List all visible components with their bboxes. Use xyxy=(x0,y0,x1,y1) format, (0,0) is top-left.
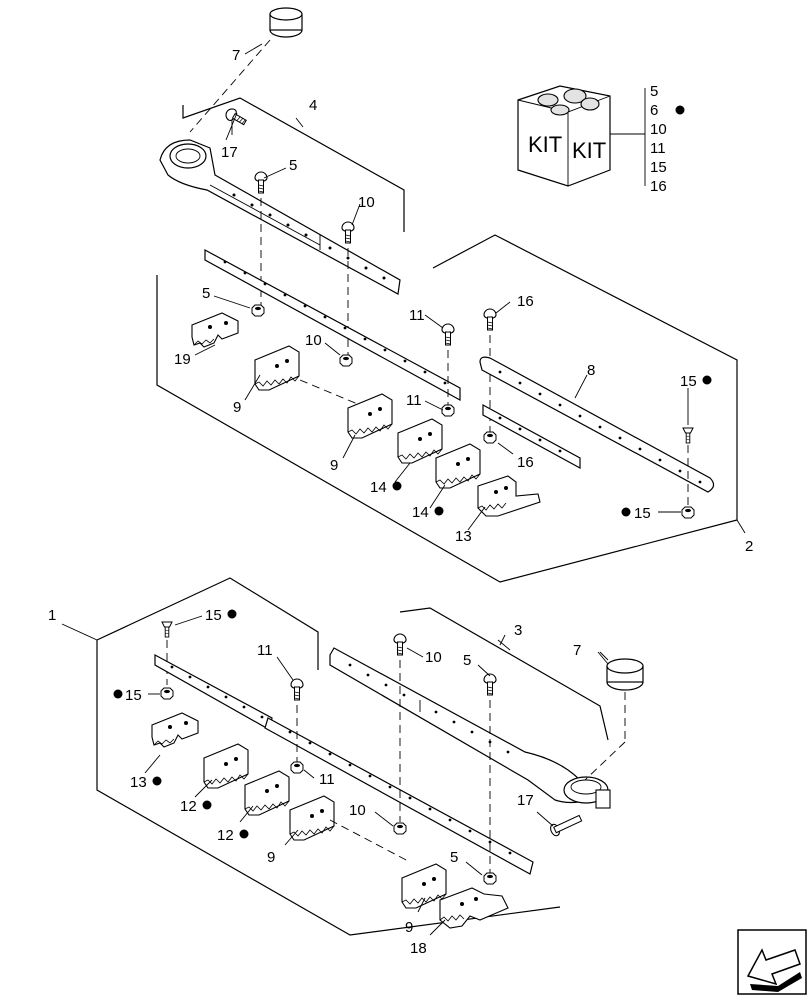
upper-knife-assembly: KIT KIT 5 6 10 11 15 16 xyxy=(156,7,746,583)
callout-4: 4 xyxy=(309,97,317,114)
callout-8: 8 xyxy=(587,362,595,379)
kit-box: KIT KIT xyxy=(517,85,646,187)
callout-18: 18 xyxy=(410,940,427,957)
callout-9: 9 xyxy=(233,399,241,416)
knife-bar-16 xyxy=(482,403,581,470)
assembly-4-bracket xyxy=(182,97,405,232)
callout-5: 5 xyxy=(289,157,297,174)
callout-19: 19 xyxy=(174,351,191,368)
callout-10: 10 xyxy=(349,802,366,819)
callout-17: 17 xyxy=(221,144,238,161)
kit-part-dot xyxy=(675,105,685,115)
callout-10: 10 xyxy=(358,194,375,211)
knife-back-4 xyxy=(159,139,401,295)
kit-label-left: KIT xyxy=(528,132,562,157)
callout-13: 13 xyxy=(455,528,472,545)
non-kit-dot xyxy=(702,375,712,385)
leader-lines-lower xyxy=(144,634,609,936)
non-kit-dot xyxy=(434,506,444,516)
kit-part-num: 5 xyxy=(650,83,658,100)
next-page-arrow-icon[interactable] xyxy=(737,929,807,995)
non-kit-dot xyxy=(239,829,249,839)
callout-15: 15 xyxy=(680,373,697,390)
non-kit-dot xyxy=(202,800,212,810)
callout-numbers: 7 17 4 5 10 5 19 9 10 11 11 16 8 15 9 16… xyxy=(48,43,753,957)
knife-head-top xyxy=(189,7,303,133)
callout-9: 9 xyxy=(330,457,338,474)
callout-10: 10 xyxy=(425,649,442,666)
kit-part-num: 6 xyxy=(650,102,658,119)
callout-7: 7 xyxy=(232,47,240,64)
assembly-3-bracket xyxy=(399,607,609,741)
leader-lines-upper xyxy=(194,112,689,531)
callout-11: 11 xyxy=(319,771,335,788)
callout-5: 5 xyxy=(463,652,471,669)
knife-head-bottom xyxy=(584,658,644,781)
kit-part-num: 10 xyxy=(650,121,667,138)
callout-5: 5 xyxy=(450,849,458,866)
kit-parts-list: 5 6 10 11 15 16 xyxy=(650,83,685,195)
callout-9: 9 xyxy=(267,849,275,866)
callout-13: 13 xyxy=(130,774,147,791)
callout-2: 2 xyxy=(745,538,753,555)
callout-16: 16 xyxy=(517,293,534,310)
callout-1: 1 xyxy=(48,607,56,624)
callout-15: 15 xyxy=(634,505,651,522)
callout-11: 11 xyxy=(257,642,273,659)
callout-5: 5 xyxy=(202,285,210,302)
non-kit-dot xyxy=(227,609,237,619)
kit-part-num: 16 xyxy=(650,178,667,195)
non-kit-dot xyxy=(113,689,123,699)
callout-9: 9 xyxy=(405,919,413,936)
non-kit-dot xyxy=(152,776,162,786)
callout-11: 11 xyxy=(406,392,422,409)
kit-part-num: 15 xyxy=(650,159,667,176)
knife-bar-8 xyxy=(479,356,715,493)
callout-16: 16 xyxy=(517,454,534,471)
non-kit-dot xyxy=(392,481,402,491)
callout-3: 3 xyxy=(514,622,522,639)
callout-12: 12 xyxy=(217,827,234,844)
callout-7: 7 xyxy=(573,642,581,659)
callout-12: 12 xyxy=(180,798,197,815)
callout-10: 10 xyxy=(305,332,322,349)
callout-15: 15 xyxy=(205,607,222,624)
callout-14: 14 xyxy=(412,504,429,521)
callout-17: 17 xyxy=(517,792,534,809)
non-kit-dot xyxy=(621,507,631,517)
knife-bar-long xyxy=(204,248,461,402)
lower-knife-assembly xyxy=(61,577,644,936)
callout-14: 14 xyxy=(370,479,387,496)
knife-bar-lower-long xyxy=(264,717,534,875)
kit-label-right: KIT xyxy=(572,138,606,163)
kit-part-num: 11 xyxy=(650,140,666,157)
knife-back-3 xyxy=(329,647,611,809)
callout-11: 11 xyxy=(409,307,425,324)
callout-15: 15 xyxy=(125,687,142,704)
